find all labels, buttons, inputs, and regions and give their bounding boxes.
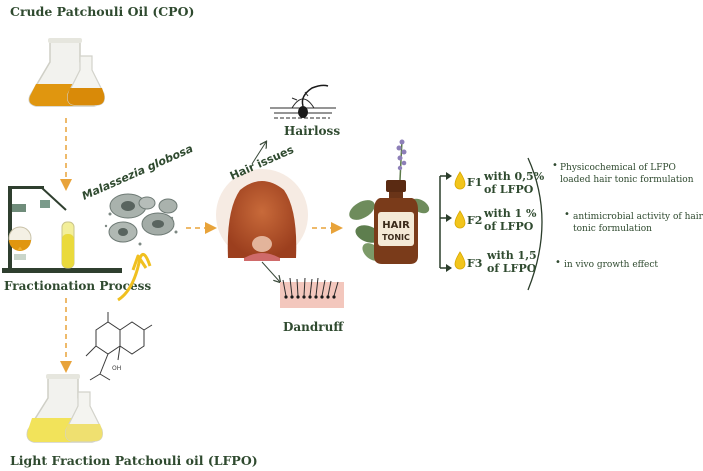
formulation-f2-line2: of LFPO — [484, 220, 534, 233]
hairloss-icon — [270, 84, 336, 119]
test-bullet-1: • — [552, 160, 558, 171]
test-bullet-3: • — [555, 257, 561, 268]
bottle-label-top: HAIR — [382, 220, 410, 231]
formulation-f3-desc: with 1,5 of LFPO — [487, 249, 537, 275]
droplet-icon-f1 — [454, 171, 466, 190]
dandruff-label: Dandruff — [283, 320, 344, 334]
test-item-1-line2: loaded hair tonic formulation — [560, 175, 694, 185]
formulation-f3-line1: with 1,5 — [487, 249, 537, 262]
bottle-label-bottom: TONIC — [382, 233, 410, 242]
test-item-3-line1: in vivo growth effect — [564, 260, 659, 270]
fractionation-apparatus-icon — [2, 186, 122, 273]
formulation-f2-desc: with 1 % of LFPO — [484, 207, 537, 233]
test-item-1: Physicochemical of LFPO loaded hair toni… — [560, 162, 694, 186]
crude-oil-title: Crude Patchouli Oil (CPO) — [10, 4, 195, 19]
test-item-2-line1: antimicrobial activity of hair — [573, 212, 703, 222]
formulation-f3-line2: of LFPO — [487, 262, 537, 275]
dandruff-icon — [280, 277, 344, 308]
formulation-f1-line1: with 0,5% — [484, 170, 545, 183]
light-oil-flasks-icon — [26, 374, 103, 443]
molecule-oh-label: OH — [112, 365, 121, 372]
malassezia-cells-icon — [104, 193, 178, 246]
formulation-f1-desc: with 0,5% of LFPO — [484, 170, 544, 196]
tests-bracket — [527, 157, 543, 291]
hair-issues-portrait-icon — [216, 169, 308, 261]
crude-oil-flasks-icon — [28, 38, 105, 107]
droplet-icon-f3 — [454, 251, 466, 270]
test-bullet-2: • — [564, 209, 570, 220]
formulation-f3-id: F3 — [467, 257, 483, 270]
fungus-label: Malassezia globosa — [80, 142, 195, 203]
test-item-2: antimicrobial activity of hair tonic for… — [573, 211, 703, 235]
test-item-3: in vivo growth effect — [564, 259, 658, 271]
hair-tonic-bottle-icon — [349, 139, 430, 264]
droplet-icon-f2 — [454, 210, 466, 229]
formulation-branch-connector — [439, 175, 448, 269]
formulation-f1-id: F1 — [467, 176, 483, 189]
hairloss-label: Hairloss — [284, 124, 341, 138]
formulation-f1-line2: of LFPO — [484, 183, 534, 196]
test-item-1-line1: Physicochemical of LFPO — [560, 163, 676, 173]
formulation-f2-id: F2 — [467, 214, 483, 227]
test-item-2-line2: tonic formulation — [573, 224, 652, 234]
formulation-f2-line1: with 1 % — [484, 207, 537, 220]
fractionation-label: Fractionation Process — [4, 279, 152, 293]
molecule-structure-icon — [85, 312, 153, 381]
light-fraction-title: Light Fraction Patchouli oil (LFPO) — [10, 453, 258, 468]
